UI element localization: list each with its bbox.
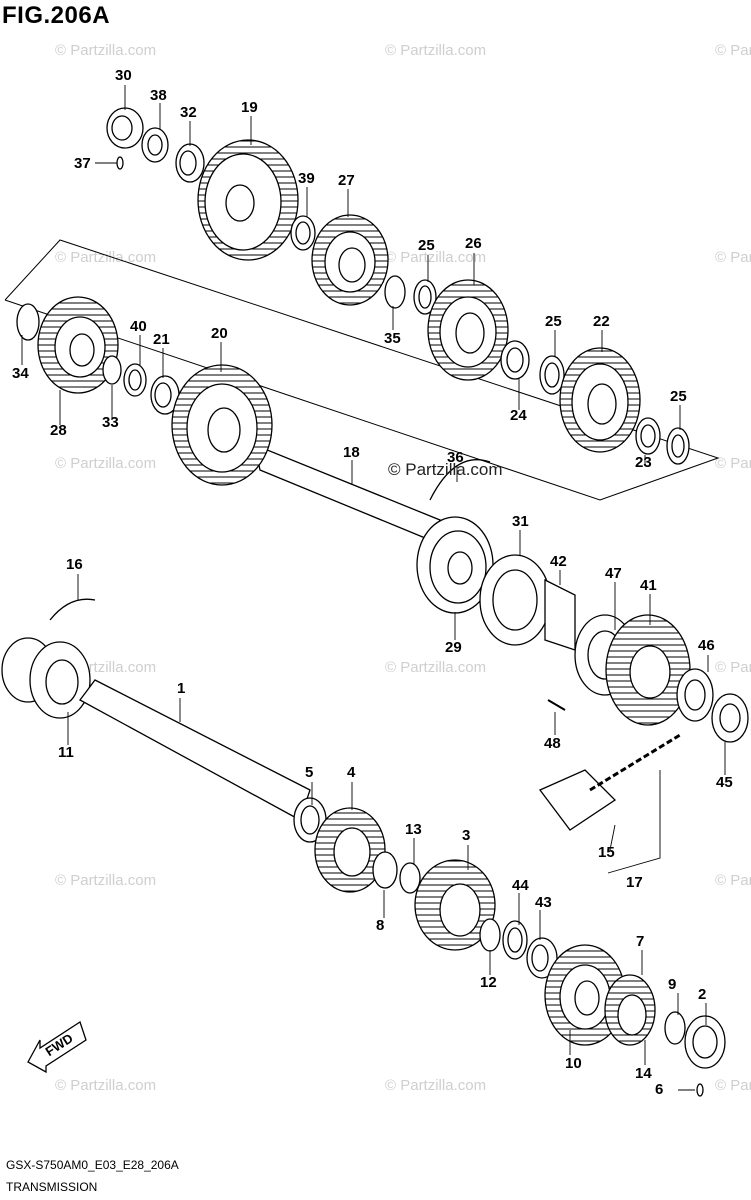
part-number-13[interactable]: 13 xyxy=(405,821,422,838)
part-number-11[interactable]: 11 xyxy=(58,744,74,761)
part-number-17[interactable]: 17 xyxy=(626,874,643,891)
watermark-text: © Partzilla.com xyxy=(55,42,156,59)
part-number-20[interactable]: 20 xyxy=(211,325,228,342)
part-number-22[interactable]: 22 xyxy=(593,313,610,330)
watermark-text: © Partzilla.com xyxy=(715,455,751,472)
part-number-48[interactable]: 48 xyxy=(544,735,561,752)
part-number-26[interactable]: 26 xyxy=(465,235,482,252)
part-number-37[interactable]: 37 xyxy=(74,155,91,172)
part-number-45[interactable]: 45 xyxy=(716,774,733,791)
part-number-1[interactable]: 1 xyxy=(177,680,185,697)
part-number-15[interactable]: 15 xyxy=(598,844,615,861)
part-number-33[interactable]: 33 xyxy=(102,414,119,431)
part-number-25[interactable]: 25 xyxy=(418,237,435,254)
part-number-34[interactable]: 34 xyxy=(12,365,29,382)
watermark-text: © Partzilla.com xyxy=(715,42,751,59)
part-number-16[interactable]: 16 xyxy=(66,556,83,573)
part-number-3[interactable]: 3 xyxy=(462,827,470,844)
part-number-44[interactable]: 44 xyxy=(512,877,529,894)
watermark-text: © Partzilla.com xyxy=(55,872,156,889)
figure-title: FIG.206A xyxy=(2,2,111,29)
part-number-19[interactable]: 19 xyxy=(241,99,258,116)
part-number-29[interactable]: 29 xyxy=(445,639,462,656)
part-number-12[interactable]: 12 xyxy=(480,974,497,991)
part-number-32[interactable]: 32 xyxy=(180,104,197,121)
part-number-38[interactable]: 38 xyxy=(150,87,167,104)
figure-code: GSX-S750AM0_E03_E28_206A xyxy=(6,1158,179,1172)
gears-and-bearings xyxy=(1,107,749,1097)
watermark-text: © Partzilla.com xyxy=(715,249,751,266)
part-number-46[interactable]: 46 xyxy=(698,637,715,654)
watermark-text: © Partzilla.com xyxy=(385,249,486,266)
watermark-text: © Partzilla.com xyxy=(715,1077,751,1094)
part-number-35[interactable]: 35 xyxy=(384,330,401,347)
part-number-36[interactable]: 36 xyxy=(447,449,464,466)
watermark-text: © Partzilla.com xyxy=(385,659,486,676)
part-number-2[interactable]: 2 xyxy=(698,986,706,1003)
part-number-4[interactable]: 4 xyxy=(347,764,356,781)
watermark-text: © Partzilla.com xyxy=(385,1077,486,1094)
part-number-7[interactable]: 7 xyxy=(636,933,644,950)
part-number-27[interactable]: 27 xyxy=(338,172,355,189)
part-number-6[interactable]: 6 xyxy=(655,1081,663,1098)
part-number-42[interactable]: 42 xyxy=(550,553,567,570)
part-number-39[interactable]: 39 xyxy=(298,170,315,187)
part-number-9[interactable]: 9 xyxy=(668,976,676,993)
watermark-text: © Partzilla.com xyxy=(715,659,751,676)
part-number-25[interactable]: 25 xyxy=(545,313,562,330)
part-number-41[interactable]: 41 xyxy=(640,577,657,594)
part-number-25[interactable]: 25 xyxy=(670,388,687,405)
part-number-14[interactable]: 14 xyxy=(635,1065,652,1082)
part-number-10[interactable]: 10 xyxy=(565,1055,582,1072)
part-number-40[interactable]: 40 xyxy=(130,318,147,335)
part-number-43[interactable]: 43 xyxy=(535,894,552,911)
part-number-21[interactable]: 21 xyxy=(153,331,170,348)
leader-lines xyxy=(21,85,726,1091)
watermark-layer: © Partzilla.com © Partzilla.com © Partzill… xyxy=(55,42,751,1094)
watermark-text: © Partzilla.com xyxy=(55,249,156,266)
part-number-8[interactable]: 8 xyxy=(376,917,384,934)
part-number-23[interactable]: 23 xyxy=(635,454,652,471)
part-number-24[interactable]: 24 xyxy=(510,407,527,424)
watermark-text: © Partzilla.com xyxy=(385,42,486,59)
part-number-18[interactable]: 18 xyxy=(343,444,360,461)
watermark-text: © Partzilla.com xyxy=(55,1077,156,1094)
center-watermark: © Partzilla.com xyxy=(388,460,503,479)
watermark-text: © Partzilla.com xyxy=(715,872,751,889)
part-number-30[interactable]: 30 xyxy=(115,67,132,84)
watermark-text: © Partzilla.com xyxy=(55,455,156,472)
part-number-28[interactable]: 28 xyxy=(50,422,67,439)
figure-name: TRANSMISSION xyxy=(6,1180,98,1194)
part-number-5[interactable]: 5 xyxy=(305,764,313,781)
part-number-47[interactable]: 47 xyxy=(605,565,622,582)
part-number-31[interactable]: 31 xyxy=(512,513,529,530)
